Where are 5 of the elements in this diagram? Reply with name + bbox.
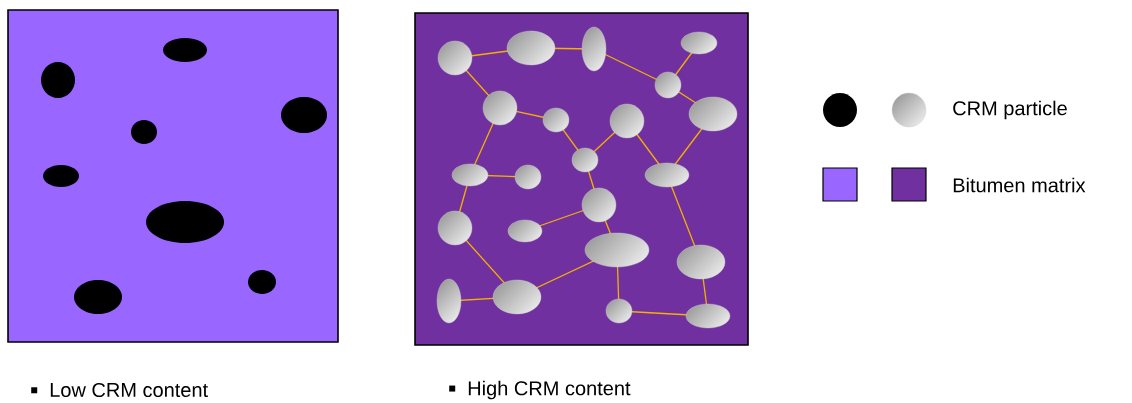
legend-label: Bitumen matrix: [953, 177, 1086, 193]
bullet-item: Low CRM content: [31, 382, 208, 398]
microstructure-panel: [7, 9, 339, 343]
bullet-item: High CRM content: [449, 380, 631, 400]
legend-label: CRM particle: [953, 100, 1067, 120]
